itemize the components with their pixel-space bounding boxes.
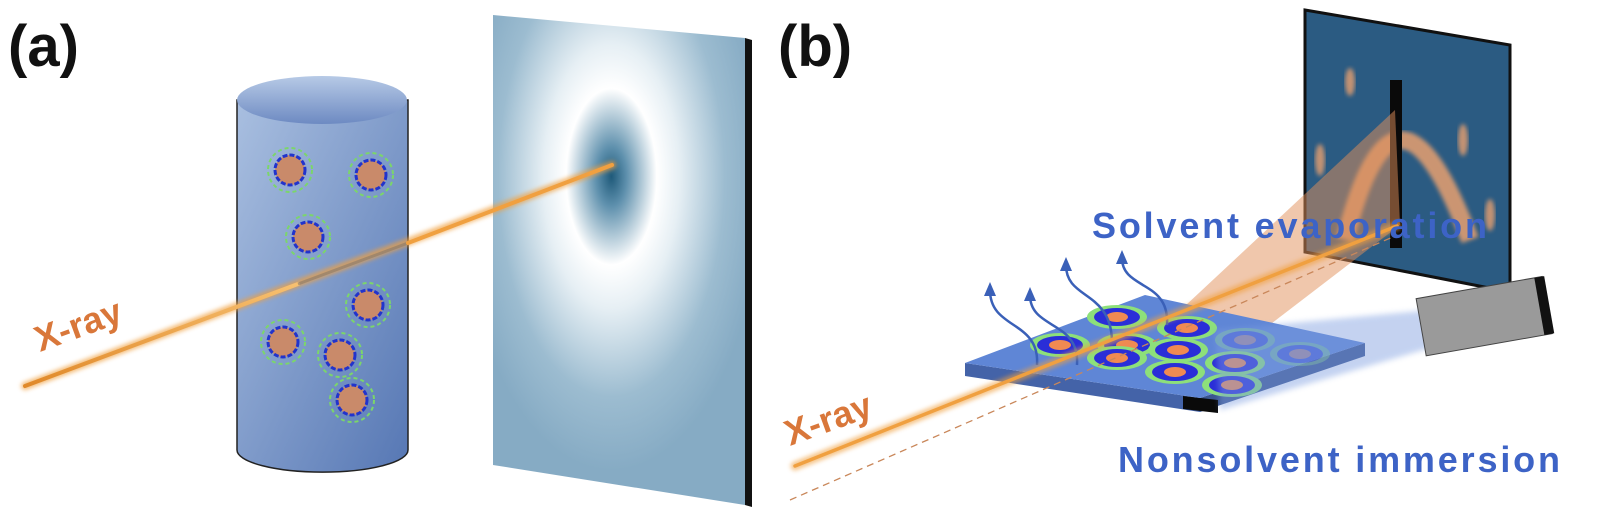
nanoparticle [266, 146, 314, 194]
nanoparticle [259, 318, 307, 366]
reference-line [789, 235, 1396, 501]
scattering-cone [1170, 110, 1400, 340]
xray-beam-a [21, 161, 616, 390]
nanoparticle [284, 213, 332, 261]
immersion-light [1215, 310, 1440, 410]
camera [1415, 275, 1555, 357]
sample-cylinder [236, 76, 409, 473]
panel-a-label: (a) [8, 14, 79, 79]
nanoparticle [316, 331, 364, 379]
nonsolvent-immersion-caption: Nonsolvent immersion [1118, 439, 1560, 480]
xray-beam-b [790, 221, 1402, 471]
nanoparticle [328, 376, 376, 424]
detector-a [493, 15, 752, 507]
nanoparticle [347, 151, 395, 199]
panel-b-label: (b) [778, 14, 852, 79]
solvent-evaporation-caption: Solvent evaporation [1092, 205, 1487, 246]
nanoparticle [344, 281, 392, 329]
